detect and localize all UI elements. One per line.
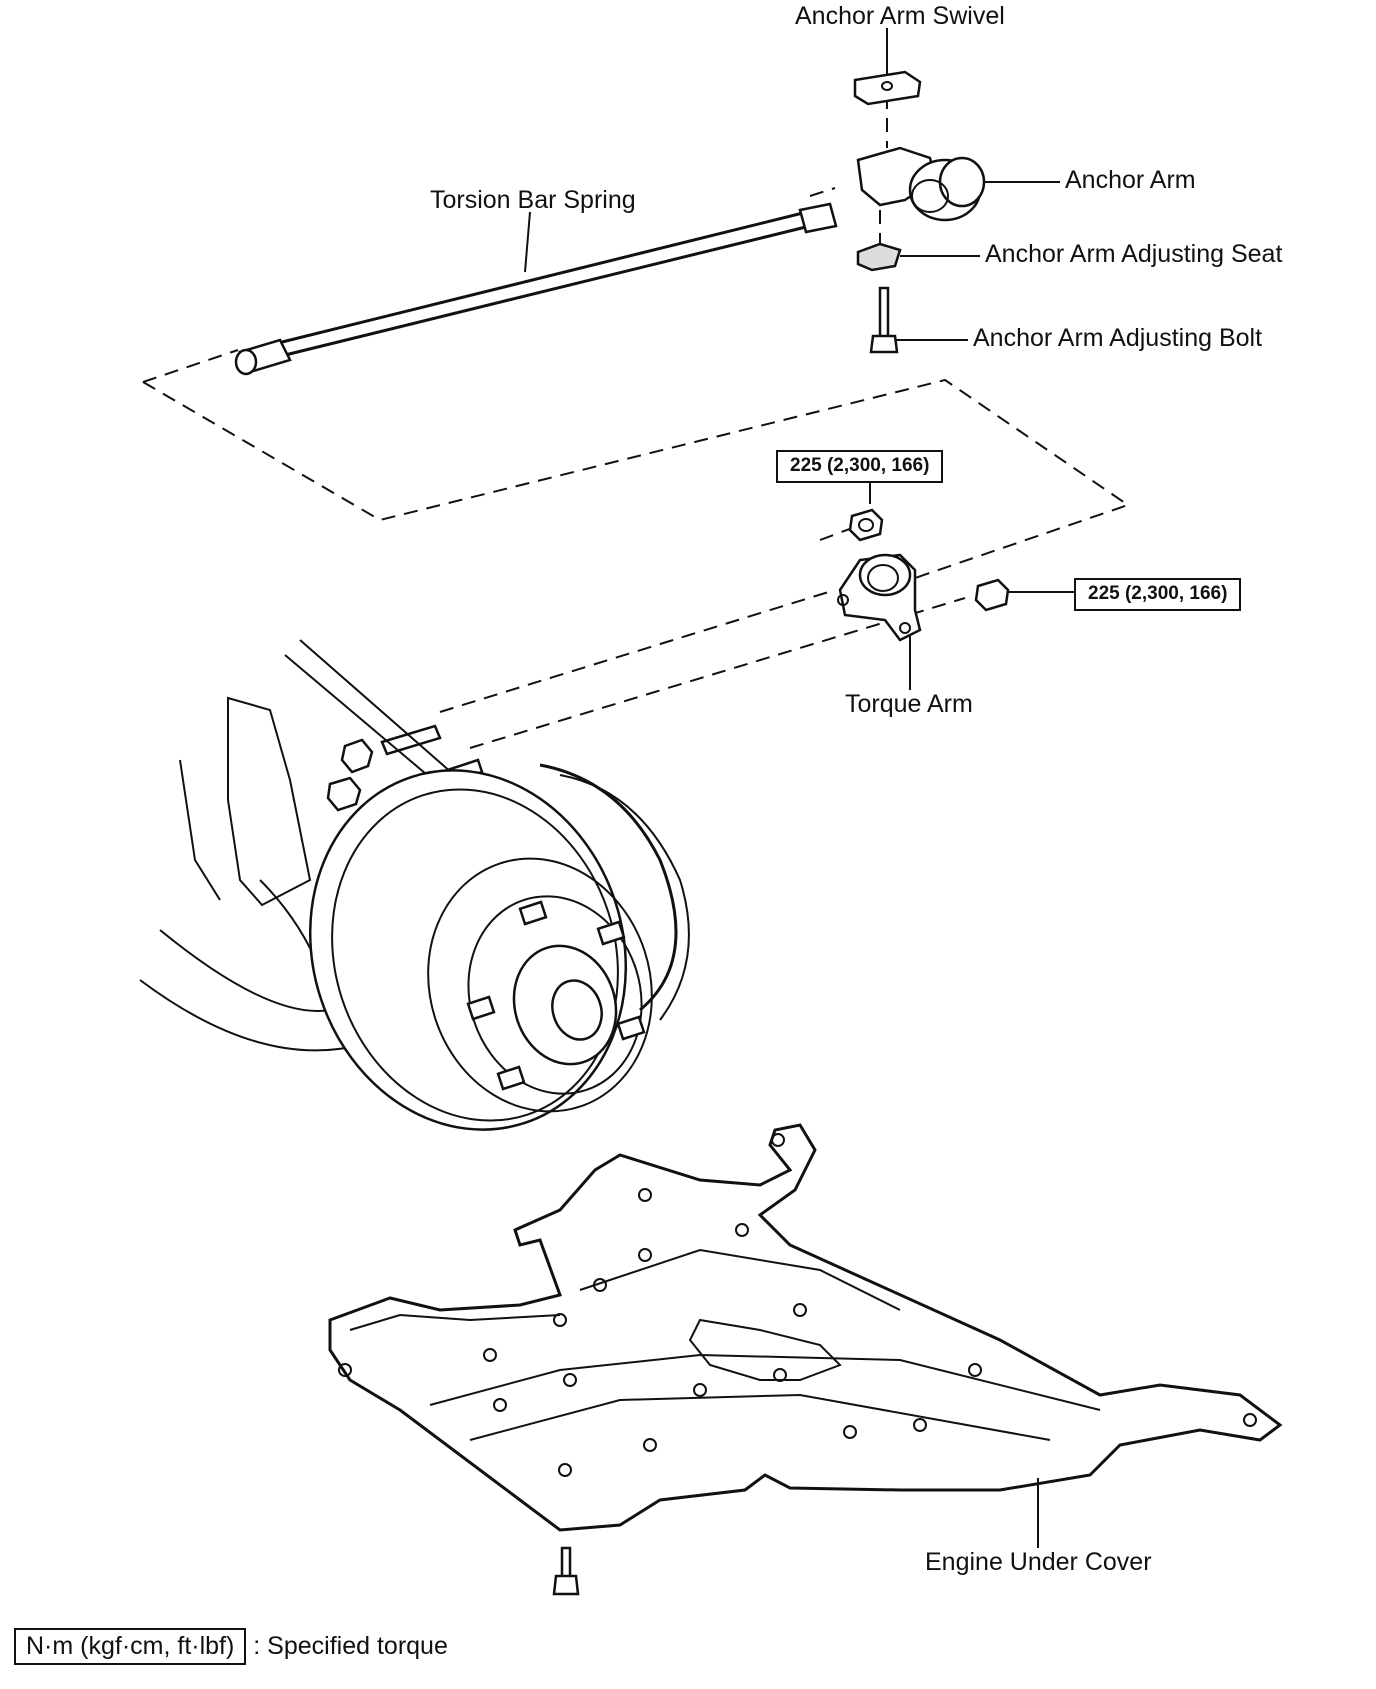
label-anchor-arm-adjusting-bolt: Anchor Arm Adjusting Bolt	[973, 324, 1263, 352]
torque-arm-side-nut	[974, 578, 1010, 612]
under-cover-bolt-part	[552, 1546, 580, 1596]
torque-spec-top-nut: 225 (2,300, 166)	[776, 450, 944, 483]
label-engine-under-cover: Engine Under Cover	[925, 1548, 1152, 1576]
brake-rotor-hub	[308, 763, 690, 1131]
label-torsion-bar-spring: Torsion Bar Spring	[430, 186, 636, 214]
hub-studs-and-nuts	[326, 724, 484, 812]
anchor-arm-adjusting-seat-part	[856, 242, 902, 272]
label-anchor-arm: Anchor Arm	[1065, 166, 1196, 194]
leader-lines	[524, 28, 1074, 1548]
torque-spec-side-nut: 225 (2,300, 166)	[1074, 578, 1242, 611]
anchor-arm-part	[856, 146, 986, 222]
anchor-arm-adjusting-bolt-part	[869, 286, 899, 354]
suspension-lines	[139, 639, 461, 1052]
label-anchor-arm-adjusting-seat: Anchor Arm Adjusting Seat	[985, 240, 1283, 268]
torque-arm-top-nut	[848, 508, 884, 542]
legend-description: : Specified torque	[253, 1632, 448, 1660]
anchor-arm-swivel-part	[853, 70, 922, 106]
legend-unit-box: N·m (kgf·cm, ft·lbf)	[14, 1628, 247, 1665]
torque-legend: N·m (kgf·cm, ft·lbf) : Specified torque	[14, 1628, 448, 1665]
engine-under-cover-part	[328, 1123, 1283, 1532]
torsion-bar-spring-part	[234, 202, 838, 376]
torque-arm-part	[837, 553, 922, 642]
label-anchor-arm-swivel: Anchor Arm Swivel	[795, 2, 1005, 30]
label-torque-arm: Torque Arm	[845, 690, 973, 718]
